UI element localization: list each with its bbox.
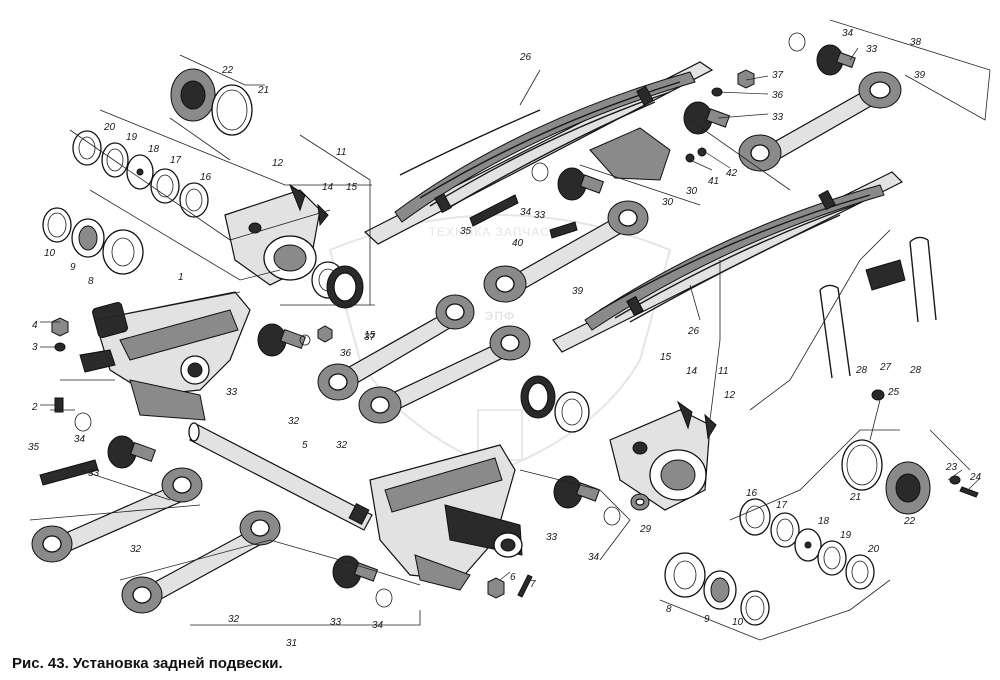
label-27: 27 — [879, 362, 892, 373]
label-2: 2 — [31, 402, 38, 413]
label-32-d: 32 — [336, 440, 348, 451]
hub-covers — [170, 68, 931, 515]
label-37-b: 37 — [772, 70, 784, 81]
hub-left — [224, 183, 329, 286]
label-21-bottom: 21 — [849, 492, 861, 503]
label-15-mid: 15 — [364, 330, 376, 341]
label-38: 38 — [910, 37, 922, 48]
label-33-e: 33 — [534, 210, 546, 221]
label-30-b: 30 — [662, 197, 674, 208]
label-7: 7 — [530, 579, 536, 590]
label-20-right: 20 — [867, 544, 880, 555]
label-12-left: 12 — [272, 158, 284, 169]
label-33-g: 33 — [866, 44, 878, 55]
hub-right — [609, 400, 717, 511]
watermark-logo: ЭПФ — [485, 309, 515, 323]
label-34-e: 34 — [842, 28, 854, 39]
label-33-f: 33 — [772, 112, 784, 123]
label-14-left: 14 — [322, 182, 334, 193]
label-36-b: 36 — [772, 90, 784, 101]
label-32-b: 32 — [228, 614, 240, 625]
label-28-right: 28 — [909, 365, 922, 376]
label-16-right: 16 — [746, 488, 758, 499]
leader-lines — [29, 19, 991, 641]
label-30-a: 30 — [686, 186, 698, 197]
label-5: 5 — [302, 440, 308, 451]
label-22-bottom: 22 — [903, 516, 916, 527]
label-36-a: 36 — [340, 348, 352, 359]
label-26-bottom: 26 — [687, 326, 700, 337]
label-33-d: 33 — [546, 532, 558, 543]
label-10-right: 10 — [732, 617, 744, 628]
label-37-a: 37 — [364, 332, 376, 343]
trunnion-bracket-right — [369, 444, 523, 591]
u-bolts — [819, 236, 937, 379]
label-4: 4 — [32, 320, 38, 331]
label-35-b: 35 — [460, 226, 472, 237]
label-28-left: 28 — [855, 365, 868, 376]
small-parts — [39, 32, 979, 608]
label-21-top: 21 — [257, 85, 269, 96]
label-17-right: 17 — [776, 500, 788, 511]
seals-and-rings — [42, 130, 875, 626]
label-17-left: 17 — [170, 155, 182, 166]
label-3: 3 — [32, 342, 38, 353]
label-24: 24 — [969, 472, 982, 483]
label-9-right: 9 — [704, 614, 710, 625]
label-10-left: 10 — [44, 248, 56, 259]
label-42: 42 — [726, 168, 738, 179]
watermark-text: ТЕХНИКА ЗАПЧАСТИ — [429, 225, 568, 239]
label-18-right: 18 — [818, 516, 830, 527]
label-35-a: 35 — [28, 442, 40, 453]
label-1: 1 — [178, 272, 184, 283]
label-33-c: 33 — [330, 617, 342, 628]
label-34-a: 34 — [74, 434, 86, 445]
label-15-right: 15 — [660, 352, 672, 363]
label-8-left: 8 — [88, 276, 94, 287]
figure-caption: Рис. 43. Установка задней подвески. — [12, 655, 283, 672]
axle-shaft — [188, 422, 373, 531]
label-6: 6 — [510, 572, 516, 583]
label-34-d: 34 — [520, 207, 532, 218]
label-14-right: 14 — [686, 366, 698, 377]
label-11-right: 11 — [718, 366, 728, 377]
label-41: 41 — [708, 176, 719, 187]
label-33-a: 33 — [226, 387, 238, 398]
label-16-left: 16 — [200, 172, 212, 183]
label-8-right: 8 — [666, 604, 672, 615]
label-26-top: 26 — [519, 52, 532, 63]
label-18-left: 18 — [148, 144, 160, 155]
label-19-right: 19 — [840, 530, 852, 541]
label-11-left: 11 — [336, 147, 346, 158]
label-29: 29 — [639, 524, 652, 535]
label-15-left: 15 — [346, 182, 358, 193]
label-34-b: 34 — [372, 620, 384, 631]
label-40: 40 — [512, 238, 524, 249]
label-23: 23 — [945, 462, 958, 473]
leaf-spring-lower — [552, 171, 904, 353]
label-34-c: 34 — [588, 552, 600, 563]
label-20-left: 20 — [103, 122, 116, 133]
leaf-spring-upper — [363, 61, 714, 245]
label-31: 31 — [286, 638, 297, 649]
part-labels: 1 2 3 4 5 6 7 8 8 9 9 10 10 11 11 12 12 … — [28, 28, 982, 649]
label-33-b: 33 — [88, 468, 100, 479]
label-12-right: 12 — [724, 390, 736, 401]
label-19-left: 19 — [126, 132, 138, 143]
ball-pins — [107, 44, 856, 589]
trunnion-bracket-left — [79, 291, 251, 421]
label-25: 25 — [887, 387, 900, 398]
label-39-a: 39 — [572, 286, 584, 297]
label-32-a: 32 — [130, 544, 142, 555]
label-9-left: 9 — [70, 262, 76, 273]
label-32-c: 32 — [288, 416, 300, 427]
reaction-rods — [31, 71, 902, 614]
label-22-top: 22 — [221, 65, 234, 76]
label-39-b: 39 — [914, 70, 926, 81]
